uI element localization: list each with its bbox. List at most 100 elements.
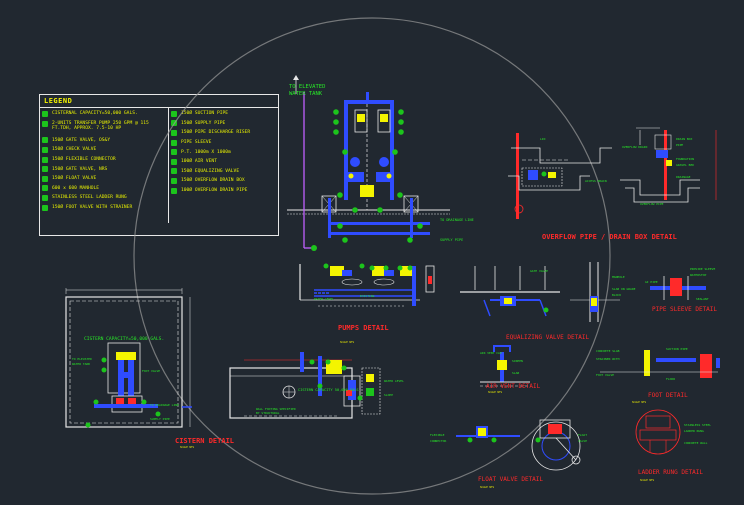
svg-text:GI PIPE: GI PIPE: [645, 280, 658, 284]
svg-text:TO DRAINAGE LINE: TO DRAINAGE LINE: [440, 218, 474, 222]
legend-symbol-icon: [171, 168, 177, 175]
legend-item-label: 150Ø GATE VALVE, NRS: [52, 166, 108, 172]
svg-text:TO ELEVATED: TO ELEVATED: [72, 357, 92, 361]
legend-item: PIPE SLEEVE: [171, 138, 289, 148]
to-elevated-label: TO ELEVATED: [289, 84, 326, 90]
equalizing-detail-title: EQUALIZING VALVE DETAIL: [506, 334, 590, 341]
svg-text:FLEXIBLE: FLEXIBLE: [430, 433, 445, 437]
svg-text:LID: LID: [540, 137, 546, 141]
svg-text:SUPPLY PIPE: SUPPLY PIPE: [150, 417, 170, 421]
legend-item-label: STAINLESS STEEL LADDER RUNG: [52, 195, 127, 201]
cistern-capacity-section-label: CISTERN CAPACITY 50,000 GALS.: [298, 388, 361, 392]
svg-text:MANHOLE: MANHOLE: [612, 275, 625, 279]
legend-item-label: 150Ø EQUALIZING VALVE: [181, 168, 240, 174]
cistern-detail: TO ELEVATED WATER TANK TO DRAINAGE LINE …: [65, 288, 192, 428]
svg-text:SCREEN: SCREEN: [512, 359, 523, 363]
svg-text:VALVE: VALVE: [578, 439, 587, 443]
svg-text:FOOT VALVE: FOOT VALVE: [596, 373, 614, 377]
svg-text:FOOT VALVE: FOOT VALVE: [142, 369, 160, 373]
legend-box: LEGEND CISTERNAL CAPACITY=50,000 GALS.2-…: [39, 94, 279, 236]
svg-text:WATER TANK: WATER TANK: [72, 362, 90, 366]
legend-item: 150Ø CHECK VALVE: [42, 145, 160, 155]
discharge-pipe-right: [390, 100, 394, 200]
ladder-rung-detail: STAINLESS STEEL LADDER RUNG CONCRETE WAL…: [635, 409, 711, 455]
legend-item: 100Ø OVERFLOW DRAIN PIPE: [171, 186, 289, 196]
legend-item: 150Ø FLEXIBLE CONNECTOR: [42, 155, 160, 165]
svg-text:PROVIDE SLEEVE: PROVIDE SLEEVE: [690, 267, 715, 271]
pumps-detail: WATER LEVEL EXISTING: [299, 263, 435, 307]
svg-text:ACCESS DRAIN: ACCESS DRAIN: [585, 179, 607, 183]
legend-item-label: 150Ø PIPE DISCHARGE RISER: [181, 130, 251, 136]
svg-text:STRAINER WITH: STRAINER WITH: [596, 357, 620, 361]
legend-symbol-icon: [42, 166, 48, 173]
legend-item: 2-UNITS TRANSFER PUMP 250 GPM @ 115 FT.T…: [42, 119, 160, 136]
legend-item: P.T. 1000m X 1000m: [171, 147, 289, 157]
legend-symbol-icon: [171, 110, 177, 117]
svg-text:OVERFLOW PIPE: OVERFLOW PIPE: [640, 202, 664, 206]
legend-item-label: 2-UNITS TRANSFER PUMP 250 GPM @ 115 FT.T…: [52, 120, 149, 132]
legend-item: STAINLESS STEEL LADDER RUNG: [42, 193, 160, 203]
legend-item: 150Ø GATE VALVE, OS&Y: [42, 136, 160, 146]
svg-text:DRAIN BOX: DRAIN BOX: [676, 137, 692, 141]
legend-item: 600 x 600 MANHOLE: [42, 184, 160, 194]
svg-text:SEALANT: SEALANT: [696, 297, 709, 301]
cistern-detail-title: CISTERN DETAIL: [175, 437, 235, 445]
pump-riser-elevation: TO DRAINAGE LINE SUPPLY PIPE: [287, 75, 474, 251]
legend-item-label: 150Ø OVERFLOW DRAIN BOX: [181, 178, 245, 184]
legend-item-label: 600 x 600 MANHOLE: [52, 185, 100, 191]
legend-symbol-icon: [42, 137, 48, 144]
svg-text:SCALE NTS: SCALE NTS: [340, 340, 354, 344]
svg-text:SCALE NTS: SCALE NTS: [632, 400, 646, 404]
legend-item: CISTERNAL CAPACITY=50,000 GALS.: [42, 109, 160, 119]
legend-item-label: CISTERNAL CAPACITY=50,000 GALS.: [52, 111, 138, 117]
svg-text:DRAINAGE: DRAINAGE: [676, 175, 691, 179]
foot-detail-title: FOOT DETAIL: [648, 392, 688, 399]
svg-text:CONCRETE SLAB: CONCRETE SLAB: [596, 349, 620, 353]
svg-text:WATER LEVEL: WATER LEVEL: [384, 379, 404, 383]
legend-symbol-icon: [171, 158, 177, 165]
float-valve-detail-title: FLOAT VALVE DETAIL: [478, 476, 544, 483]
equalizing-valve-detail: GATE VALVE MANHOLE SLAB ON GRADE BLOCK: [460, 262, 636, 322]
svg-text:LADDER RUNG: LADDER RUNG: [684, 429, 704, 433]
legend-symbol-icon: [171, 139, 177, 146]
legend-symbol-icon: [42, 175, 48, 182]
cistern-section: WALL FOOTING SPECIFIED BY STRUCTURAL WAT…: [229, 352, 404, 419]
svg-text:WATERSTOP: WATERSTOP: [690, 273, 706, 277]
svg-text:BLOCK: BLOCK: [612, 293, 621, 297]
legend-item-label: PIPE SLEEVE: [181, 140, 212, 146]
legend-symbol-icon: [171, 149, 177, 156]
legend-symbol-icon: [42, 194, 48, 201]
legend-item-label: 150Ø FOOT VALVE WITH STRAINER: [52, 205, 133, 211]
legend-item-label: 150Ø GATE VALVE, OS&Y: [52, 137, 111, 143]
legend-symbol-icon: [42, 120, 48, 127]
float-valve-detail: FLEXIBLE CONNECTOR FLOAT VALVE: [430, 419, 587, 471]
svg-text:AIR VENT CAP: AIR VENT CAP: [480, 351, 502, 355]
legend-item: 150Ø FOOT VALVE WITH STRAINER: [42, 203, 160, 213]
legend-symbol-icon: [42, 146, 48, 153]
svg-text:CONCRETE WALL: CONCRETE WALL: [684, 441, 708, 445]
svg-text:FLOOR: FLOOR: [666, 377, 675, 381]
svg-text:GATE VALVE: GATE VALVE: [530, 269, 548, 273]
legend-symbol-icon: [42, 156, 48, 163]
legend-left-column: CISTERNAL CAPACITY=50,000 GALS. 2-UNITS T…: [42, 109, 160, 212]
legend-item: 100Ø AIR VENT: [171, 157, 289, 167]
svg-text:TO DRAINAGE LINE: TO DRAINAGE LINE: [150, 403, 179, 407]
legend-symbol-icon: [42, 185, 48, 192]
svg-text:SCALE NTS: SCALE NTS: [180, 445, 194, 449]
legend-item: 150Ø GATE VALVE, NRS: [42, 164, 160, 174]
svg-text:SUCTION PIPE: SUCTION PIPE: [666, 347, 688, 351]
legend-symbol-icon: [42, 110, 48, 117]
legend-divider: [168, 107, 169, 223]
svg-text:STAINLESS STEEL: STAINLESS STEEL: [684, 423, 711, 427]
svg-text:GRAVEL BED: GRAVEL BED: [676, 163, 694, 167]
svg-text:OVERFLOW DRAIN: OVERFLOW DRAIN: [622, 145, 647, 149]
ladder-rung-detail-title: LADDER RUNG DETAIL: [638, 469, 704, 476]
air-vent-detail-title: AIR VENT DETAIL: [486, 383, 541, 390]
legend-item: 150Ø OVERFLOW DRAIN BOX: [171, 176, 289, 186]
legend-item: 150Ø EQUALIZING VALVE: [171, 167, 289, 177]
legend-item-label: P.T. 1000m X 1000m: [181, 149, 231, 155]
overflow-drain-detail: OVERFLOW DRAIN DRAIN BOX PIPE FOUNDATION…: [508, 127, 717, 219]
svg-text:SCALE NTS: SCALE NTS: [480, 485, 494, 489]
legend-item-label: 150Ø CHECK VALVE: [52, 147, 97, 153]
